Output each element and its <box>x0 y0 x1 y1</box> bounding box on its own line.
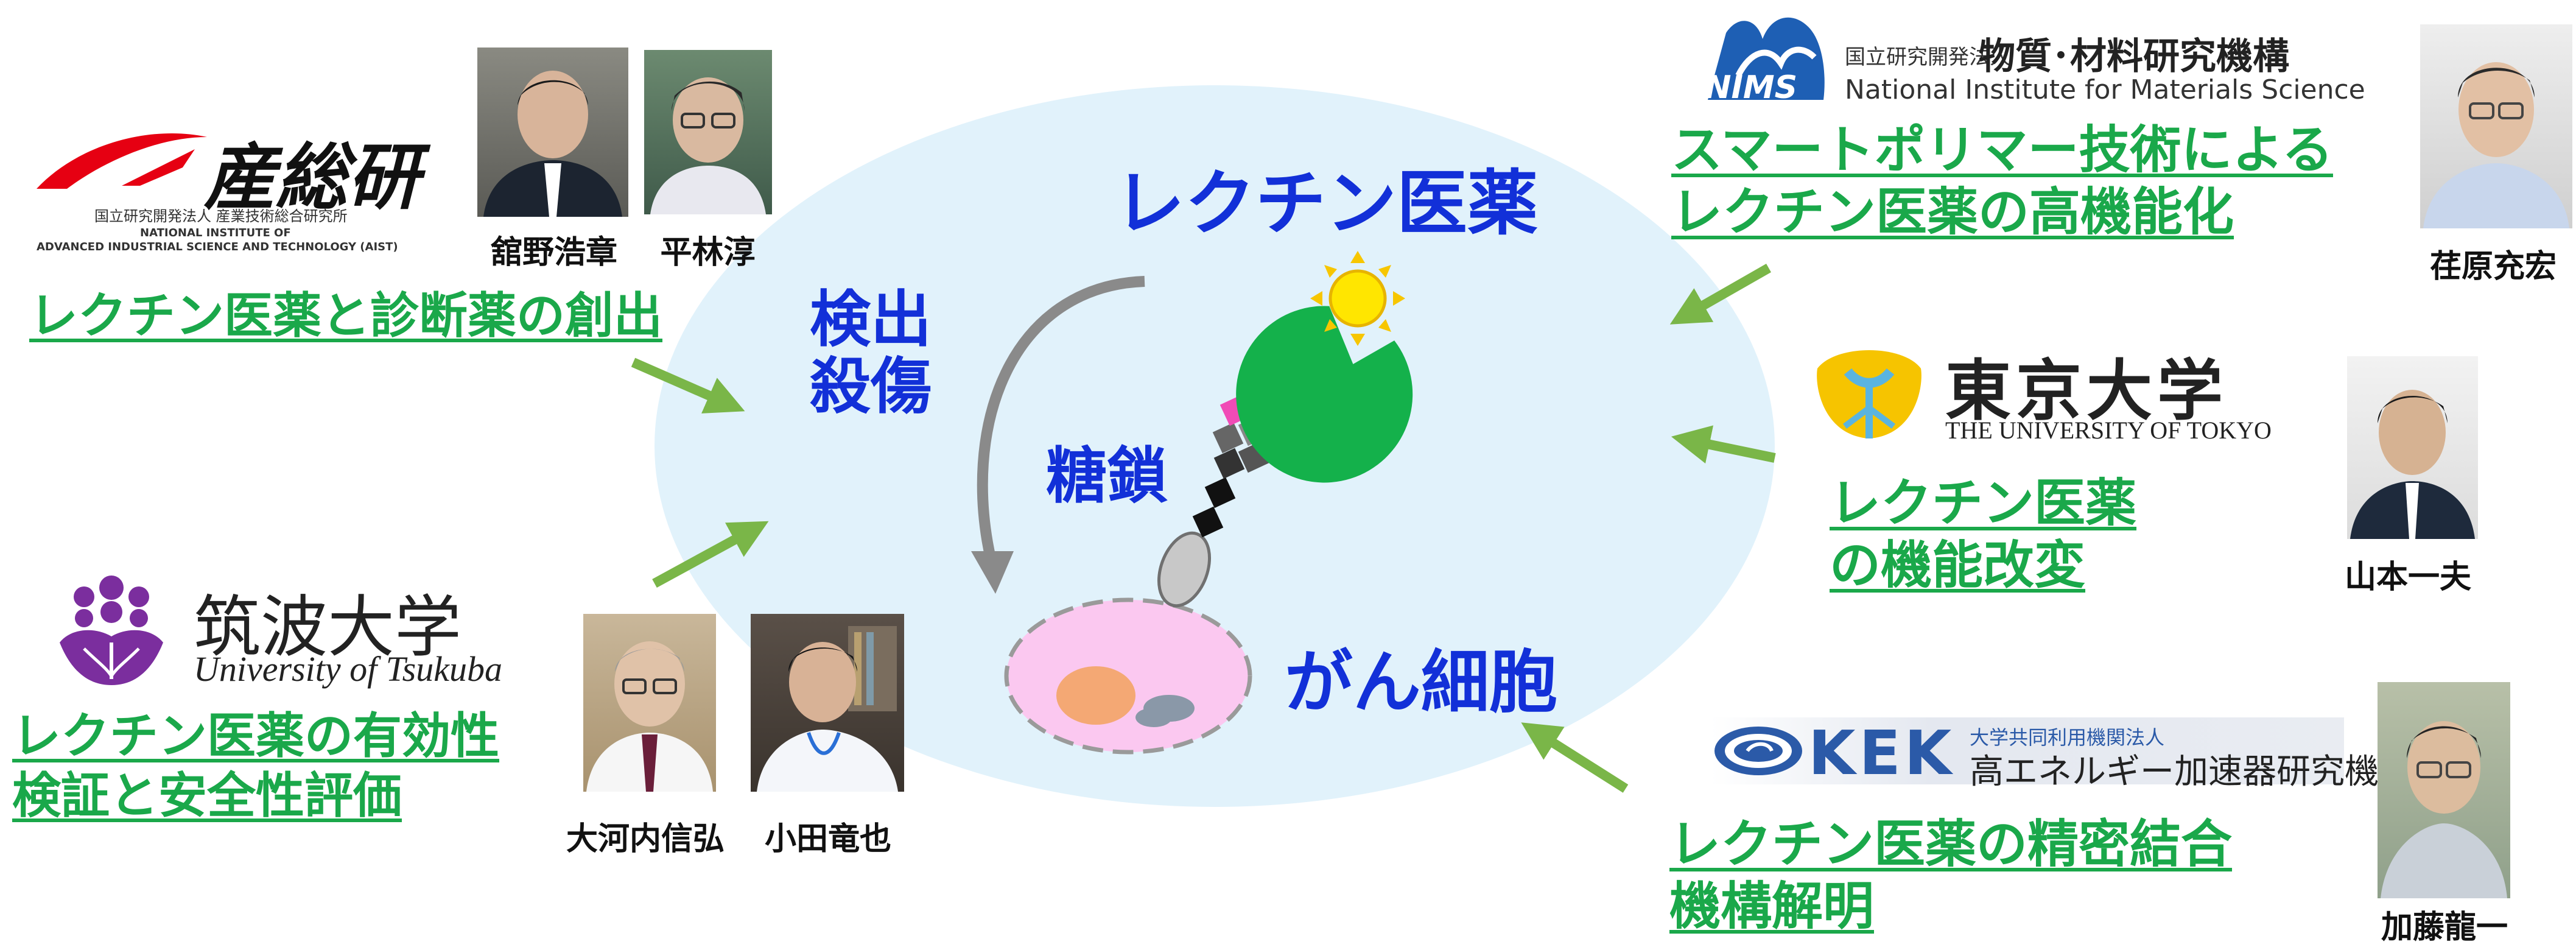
detect-line-1: 検出 <box>810 284 932 355</box>
tsukuba-person2-name: 小田竜也 <box>764 821 891 857</box>
kek-role-line1: レクチン医薬の精密結合 <box>1669 814 2233 874</box>
aist-logo: 産総研 国立研究開発法人 産業技術総合研究所 NATIONAL INSTITUT… <box>30 110 438 268</box>
tsukuba-logo-en: University of Tsukuba <box>194 649 502 689</box>
nims-mark-text: NIMS <box>1705 69 1798 106</box>
person-silhouette-icon <box>2423 62 2569 228</box>
kek-person-photo <box>2378 682 2510 898</box>
utokyo-logo: 東京大学 THE UNIVERSITY OF TOKYO <box>1811 332 2272 454</box>
utokyo-role-line2: の機能改変 <box>1830 535 2086 596</box>
utokyo-role[interactable]: レクチン医薬 の機能改変 <box>1830 472 2136 597</box>
kek-jp-small: 大学共同利用機関法人 <box>1970 726 2165 749</box>
tsukuba-person2-photo <box>751 614 904 792</box>
sugar-unit <box>1204 477 1236 509</box>
nims-jp-small: 国立研究開発法人 <box>1845 45 2010 69</box>
nims-person-name: 荏原充宏 <box>2429 248 2557 285</box>
aist-sub1: 国立研究開発法人 産業技術総合研究所 <box>94 208 348 225</box>
aist-sub3: ADVANCED INDUSTRIAL SCIENCE AND TECHNOLO… <box>37 241 398 253</box>
kek-role-line2: 機構解明 <box>1669 876 1875 937</box>
person-silhouette-icon <box>483 71 622 217</box>
kek-person-name: 加藤龍一 <box>2381 909 2508 946</box>
nims-role-line2: レクチン医薬の高機能化 <box>1671 182 2234 242</box>
arrow-kek <box>1521 722 1629 793</box>
aist-person2-photo <box>644 50 772 214</box>
kek-jp-big: 高エネルギー加速器研究機構 <box>1970 752 2413 792</box>
tsukuba-logo-jp: 筑波大学 <box>194 588 462 666</box>
tsukuba-role-line2: 検証と安全性評価 <box>12 767 402 824</box>
person-silhouette-icon <box>2350 390 2475 539</box>
sugar-chain-label: 糖鎖 <box>1046 440 1168 512</box>
ginkgo-leaf-icon <box>1817 350 1921 438</box>
cell-organelle-2 <box>1135 708 1172 727</box>
lectin-drug-label: レクチン医薬 <box>1114 163 1538 245</box>
arrow-tsukuba <box>652 521 769 588</box>
cancer-cell-label: がん細胞 <box>1285 643 1557 722</box>
detect-label: 検出 殺傷 <box>810 286 932 420</box>
tsukuba-role[interactable]: レクチン医薬の有効性 検証と安全性評価 <box>12 706 499 825</box>
utokyo-person-name: 山本一夫 <box>2344 559 2471 596</box>
kek-role[interactable]: レクチン医薬の精密結合 機構解明 <box>1669 813 2232 938</box>
arrow-nims <box>1669 264 1771 325</box>
utokyo-person-photo <box>2347 356 2478 539</box>
nims-mark-icon <box>1708 17 1825 100</box>
lectin <box>1236 306 1413 483</box>
kek-mark-text: KEK <box>1808 717 1956 789</box>
sugar-unit <box>1213 448 1245 479</box>
person-silhouette-icon <box>586 641 713 792</box>
detect-line-2: 殺傷 <box>810 351 932 422</box>
sun-icon <box>1310 251 1405 346</box>
person-silhouette-icon <box>650 77 766 214</box>
aist-person2-name: 平林淳 <box>660 234 756 271</box>
person-silhouette-icon <box>757 626 898 792</box>
aist-logo-text: 産総研 <box>204 135 420 219</box>
nims-role[interactable]: スマートポリマー技術による レクチン医薬の高機能化 <box>1671 119 2333 244</box>
aist-swoosh-icon <box>37 133 207 189</box>
curved-arrow <box>977 276 1145 568</box>
sugar-unit <box>1212 422 1244 454</box>
aist-person1-photo <box>477 48 628 217</box>
paulownia-crest-icon <box>60 576 163 685</box>
aist-person1-name: 舘野浩章 <box>490 234 617 271</box>
curved-arrow-head <box>971 551 1014 594</box>
tsukuba-logo: 筑波大学 University of Tsukuba <box>47 569 504 691</box>
sugar-unit <box>1192 506 1224 538</box>
nims-logo: NIMS 国立研究開発法人 物質･材料研究機構 National Institu… <box>1702 9 2365 112</box>
aist-sub2: NATIONAL INSTITUTE OF <box>140 227 291 239</box>
kek-logo: KEK 大学共同利用機関法人 高エネルギー加速器研究機構 <box>1711 717 2413 792</box>
nims-en: National Institute for Materials Science <box>1845 74 2365 105</box>
nims-role-line1: スマートポリマー技術による <box>1671 120 2333 180</box>
person-silhouette-icon <box>2381 721 2507 898</box>
tsukuba-person1-photo <box>583 614 716 792</box>
receptor <box>1157 531 1212 608</box>
arrow-aist <box>631 357 745 414</box>
kek-mark-icon <box>1714 727 1802 775</box>
utokyo-logo-en: THE UNIVERSITY OF TOKYO <box>1945 417 2272 444</box>
nims-jp-big: 物質･材料研究機構 <box>1979 35 2289 78</box>
tsukuba-person1-name: 大河内信弘 <box>566 821 725 857</box>
aist-role[interactable]: レクチン医薬と診断薬の創出 <box>29 287 662 344</box>
nims-person-photo <box>2420 24 2572 228</box>
arrow-utokyo <box>1671 425 1776 464</box>
tsukuba-role-line1: レクチン医薬の有効性 <box>12 708 499 764</box>
utokyo-role-line1: レクチン医薬 <box>1830 473 2137 533</box>
utokyo-logo-jp: 東京大学 <box>1945 353 2228 429</box>
cell-nucleus <box>1056 666 1135 725</box>
